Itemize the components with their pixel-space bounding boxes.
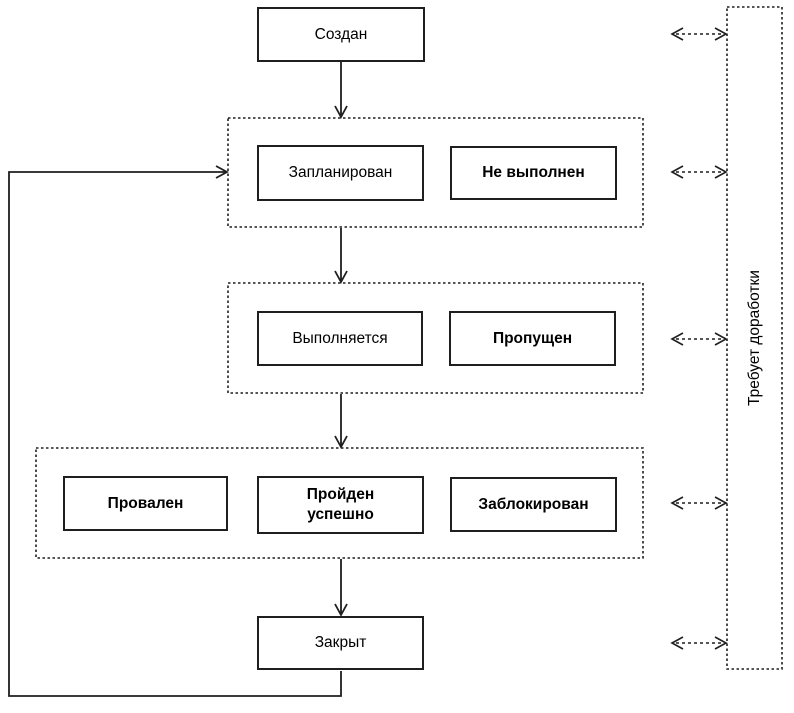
dashed-link-created-rework-heads xyxy=(670,27,728,41)
arrow-closed-to-planned-loop xyxy=(8,165,342,697)
arrow-result-to-closed xyxy=(334,559,348,617)
group-executing-outline xyxy=(227,282,644,394)
node-planned: Запланирован xyxy=(257,145,424,201)
dashed-link-closed-rework-heads xyxy=(670,636,728,650)
rework-label: Требует доработки xyxy=(745,270,763,406)
arrow-created-to-planned-group xyxy=(334,62,348,119)
node-rework: Требует доработки xyxy=(727,7,782,669)
group-result-outline xyxy=(35,447,644,559)
node-executing: Выполняется xyxy=(257,311,423,366)
rework-outline xyxy=(726,6,783,670)
node-failed: Провален xyxy=(63,476,228,531)
arrow-executing-to-result-group xyxy=(334,394,348,449)
node-not-executed: Не выполнен xyxy=(450,146,617,200)
group-planned-outline xyxy=(227,117,644,228)
node-closed: Закрыт xyxy=(257,616,424,670)
arrow-planned-to-executing-group xyxy=(334,228,348,284)
node-passed: Пройден успешно xyxy=(257,476,424,534)
dashed-link-result-rework-heads xyxy=(670,496,728,510)
dashed-link-executing-rework-heads xyxy=(670,332,728,346)
node-created: Создан xyxy=(257,7,425,62)
node-blocked: Заблокирован xyxy=(450,477,617,532)
dashed-link-planned-rework-heads xyxy=(670,165,728,179)
node-skipped: Пропущен xyxy=(449,311,616,366)
